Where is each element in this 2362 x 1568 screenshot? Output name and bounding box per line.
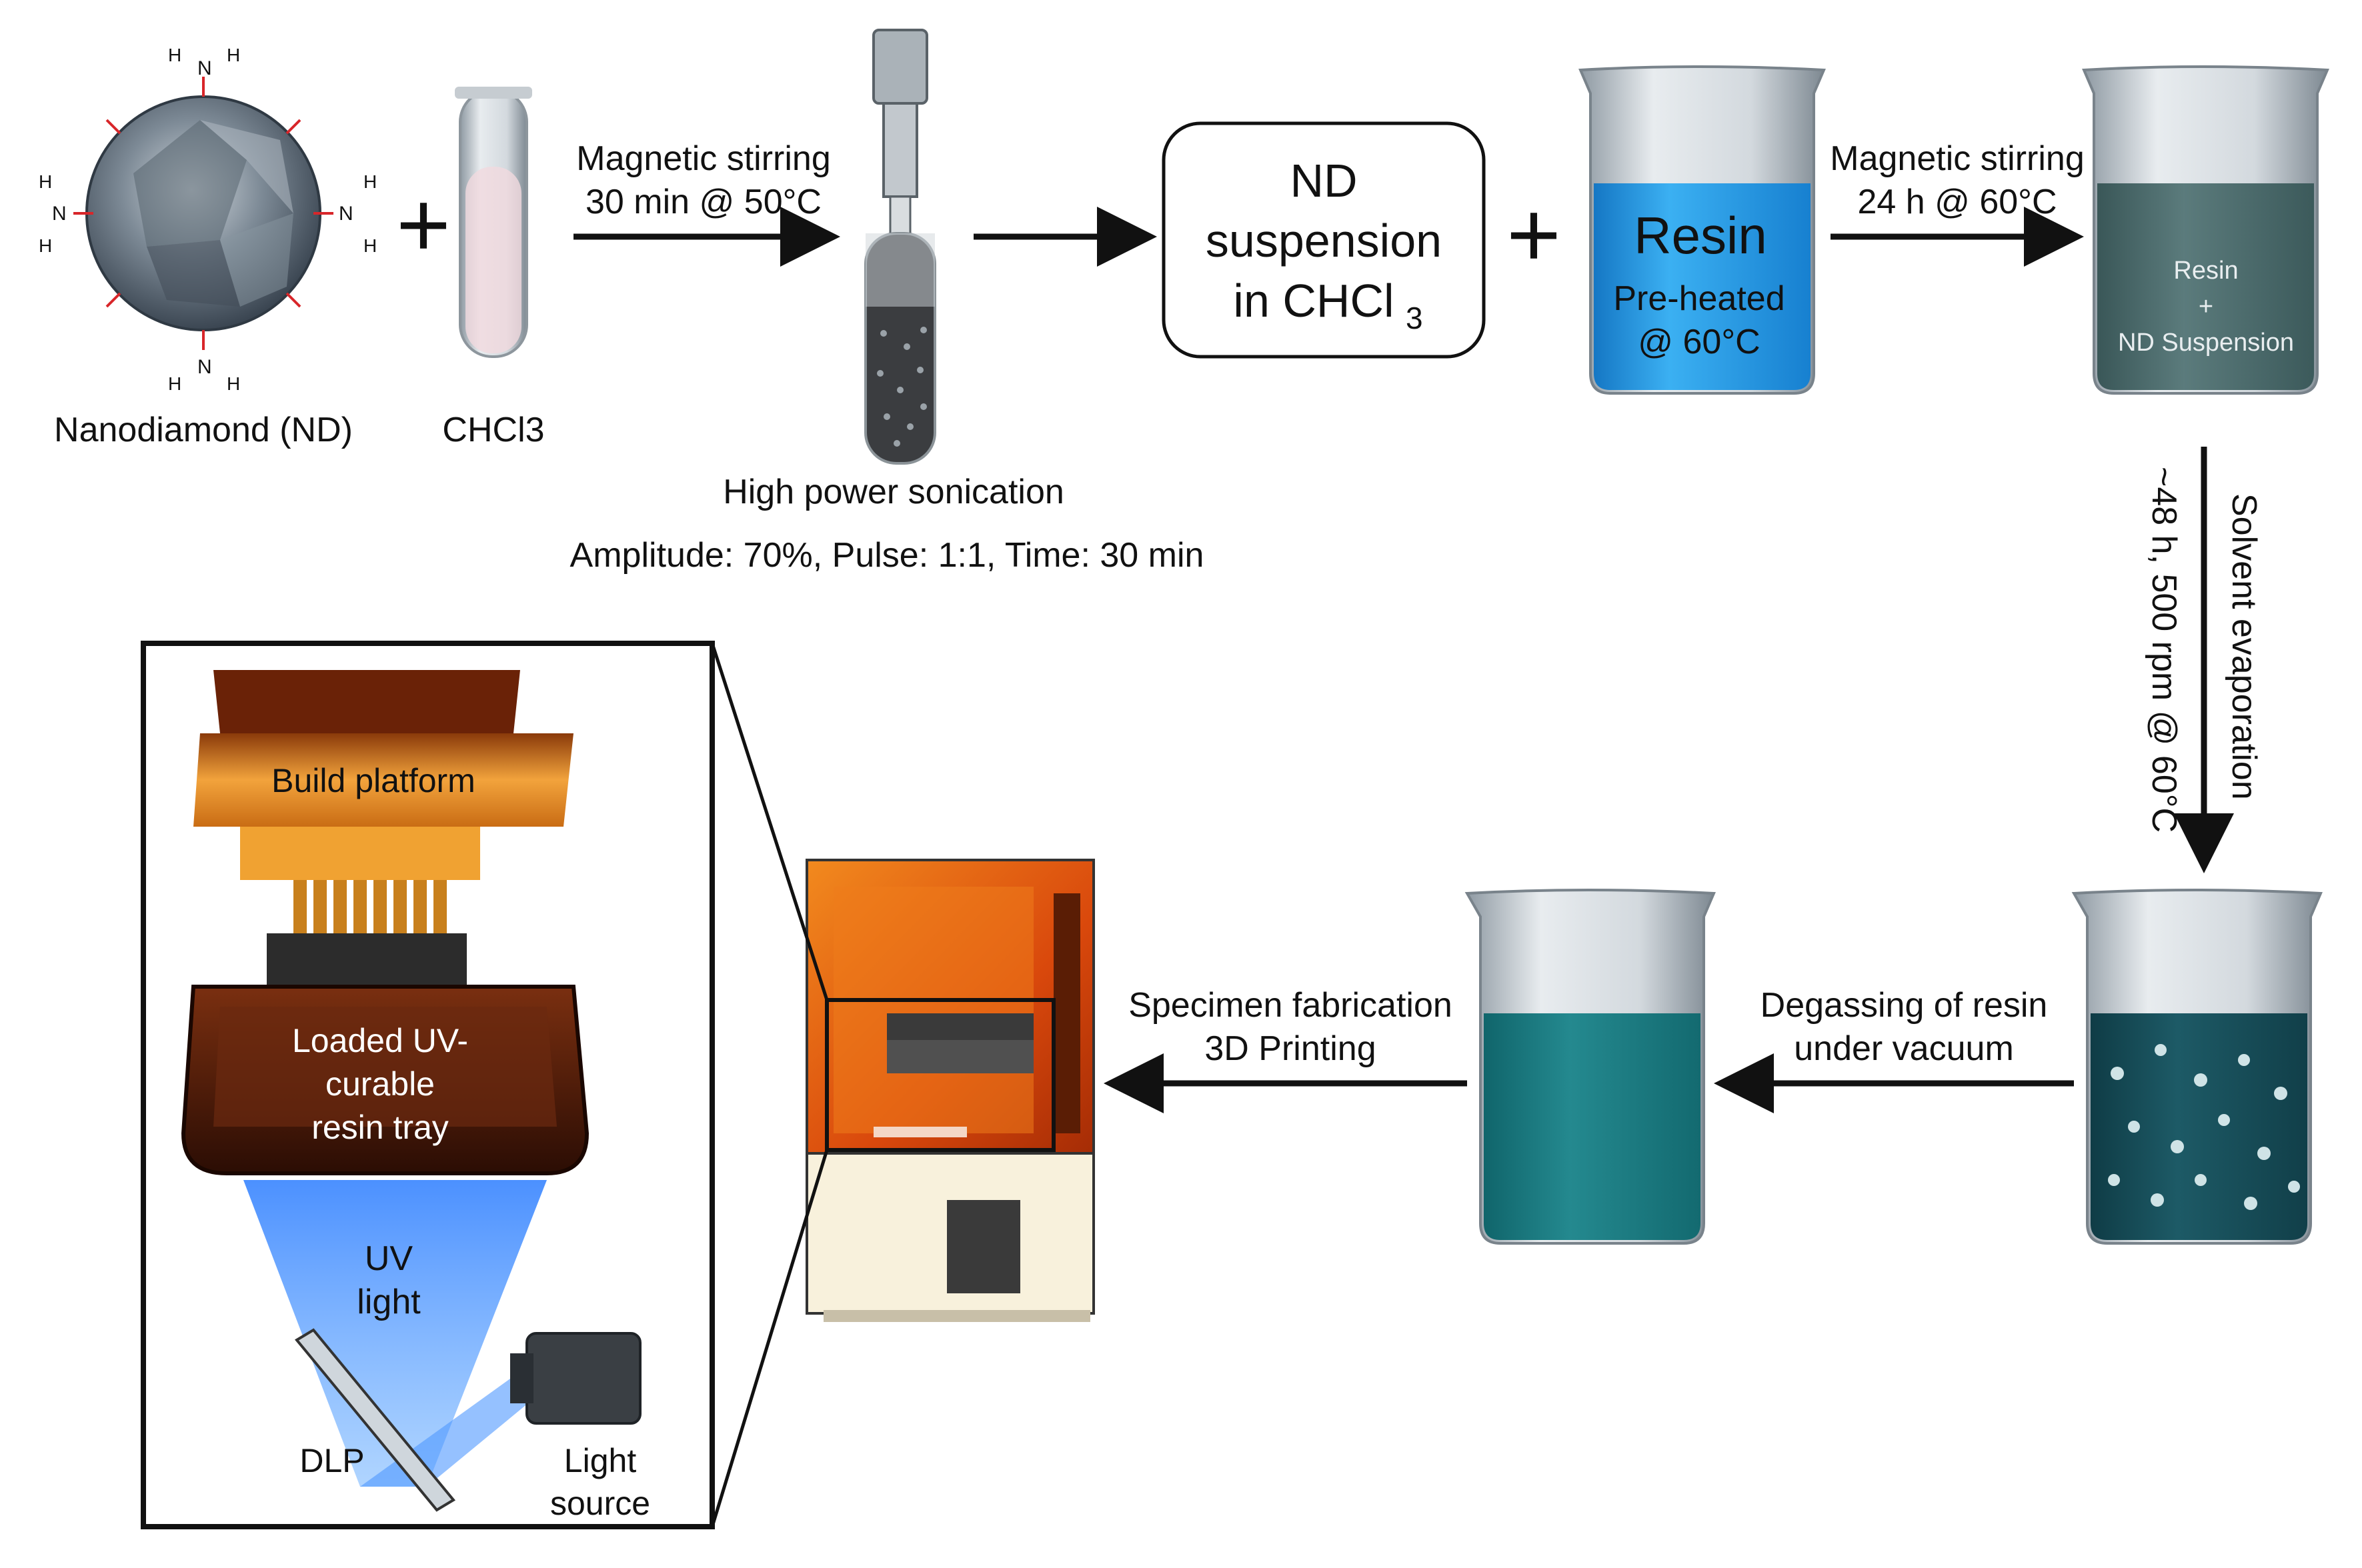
mix-line2: + (2199, 293, 2213, 321)
plus-sign-2: + (1506, 182, 1561, 287)
svg-text:H: H (39, 235, 52, 256)
light-source-line1: Light (564, 1442, 637, 1479)
printer-zoom-region (825, 998, 1056, 1152)
svg-text:H: H (168, 373, 181, 394)
svg-text:N: N (197, 356, 212, 378)
zoom-line-bottom (710, 1149, 829, 1527)
svg-text:N: N (197, 57, 212, 79)
svg-text:H: H (363, 235, 377, 256)
amine-group-bottom: N H H (168, 356, 240, 394)
amine-group-left: N H H (39, 171, 67, 256)
svg-text:H: H (39, 171, 52, 192)
degassing-line2: under vacuum (1794, 1029, 2014, 1068)
plus-sign-1: + (396, 172, 451, 277)
tray-line2: curable (325, 1065, 435, 1103)
stirring-2-line1: Magnetic stirring (1830, 139, 2084, 178)
svg-text:H: H (227, 373, 240, 394)
zoom-line-top (710, 643, 829, 1001)
fabrication-line2: 3D Printing (1204, 1029, 1376, 1068)
tray-line1: Loaded UV- (292, 1022, 468, 1059)
stirring-2-line2: 24 h @ 60°C (1857, 183, 2057, 221)
light-source-line2: source (550, 1485, 650, 1522)
uv-line1: UV (365, 1239, 413, 1278)
suspension-line1: ND (1290, 155, 1357, 207)
mix-line3: ND Suspension (2118, 329, 2294, 357)
svg-text:N: N (339, 203, 353, 225)
uv-line2: light (357, 1283, 421, 1321)
nanodiamond-illustration (73, 77, 333, 350)
suspension-line2: suspension (1206, 215, 1442, 267)
sonication-params: Amplitude: 70%, Pulse: 1:1, Time: 30 min (570, 536, 1204, 575)
bubbly-resin-beaker (2071, 889, 2323, 1245)
suspension-subscript: 3 (1406, 301, 1423, 335)
chcl3-test-tube (455, 87, 532, 358)
mixture-beaker (2082, 65, 2329, 395)
resin-line2: Pre-heated (1613, 279, 1785, 318)
svg-text:H: H (363, 171, 377, 192)
amine-group-right: N H H (339, 171, 377, 256)
tray-line3: resin tray (311, 1109, 449, 1146)
svg-text:N: N (52, 203, 67, 225)
resin-title: Resin (1634, 206, 1766, 265)
sonicator-illustration (864, 29, 936, 465)
fabrication-line1: Specimen fabrication (1128, 986, 1452, 1025)
svg-text:H: H (168, 45, 181, 65)
evaporation-label: Solvent evaporation (2225, 493, 2263, 800)
chcl3-label: CHCl3 (442, 411, 544, 449)
nanodiamond-label: Nanodiamond (ND) (54, 411, 353, 449)
printer-detail-inset (141, 641, 715, 1529)
nd-suspension-box (1162, 121, 1486, 359)
amine-group-top: N H H (168, 45, 240, 79)
stirring-1-line1: Magnetic stirring (576, 139, 830, 178)
degassed-resin-beaker (1464, 889, 1716, 1245)
suspension-line3: in CHCl (1233, 275, 1394, 327)
resin-beaker (1578, 65, 1826, 395)
dlp-label: DLP (299, 1442, 364, 1479)
evaporation-params: ~48 h, 500 rpm @ 60°C (2145, 467, 2183, 833)
degassing-line1: Degassing of resin (1760, 986, 2048, 1025)
stirring-1-line2: 30 min @ 50°C (585, 183, 822, 221)
mix-line1: Resin (2173, 257, 2238, 285)
svg-text:H: H (227, 45, 240, 65)
build-platform-label: Build platform (271, 762, 475, 799)
resin-line3: @ 60°C (1638, 323, 1760, 361)
3d-printer-illustration (806, 859, 1095, 1322)
sonication-title: High power sonication (723, 473, 1064, 511)
